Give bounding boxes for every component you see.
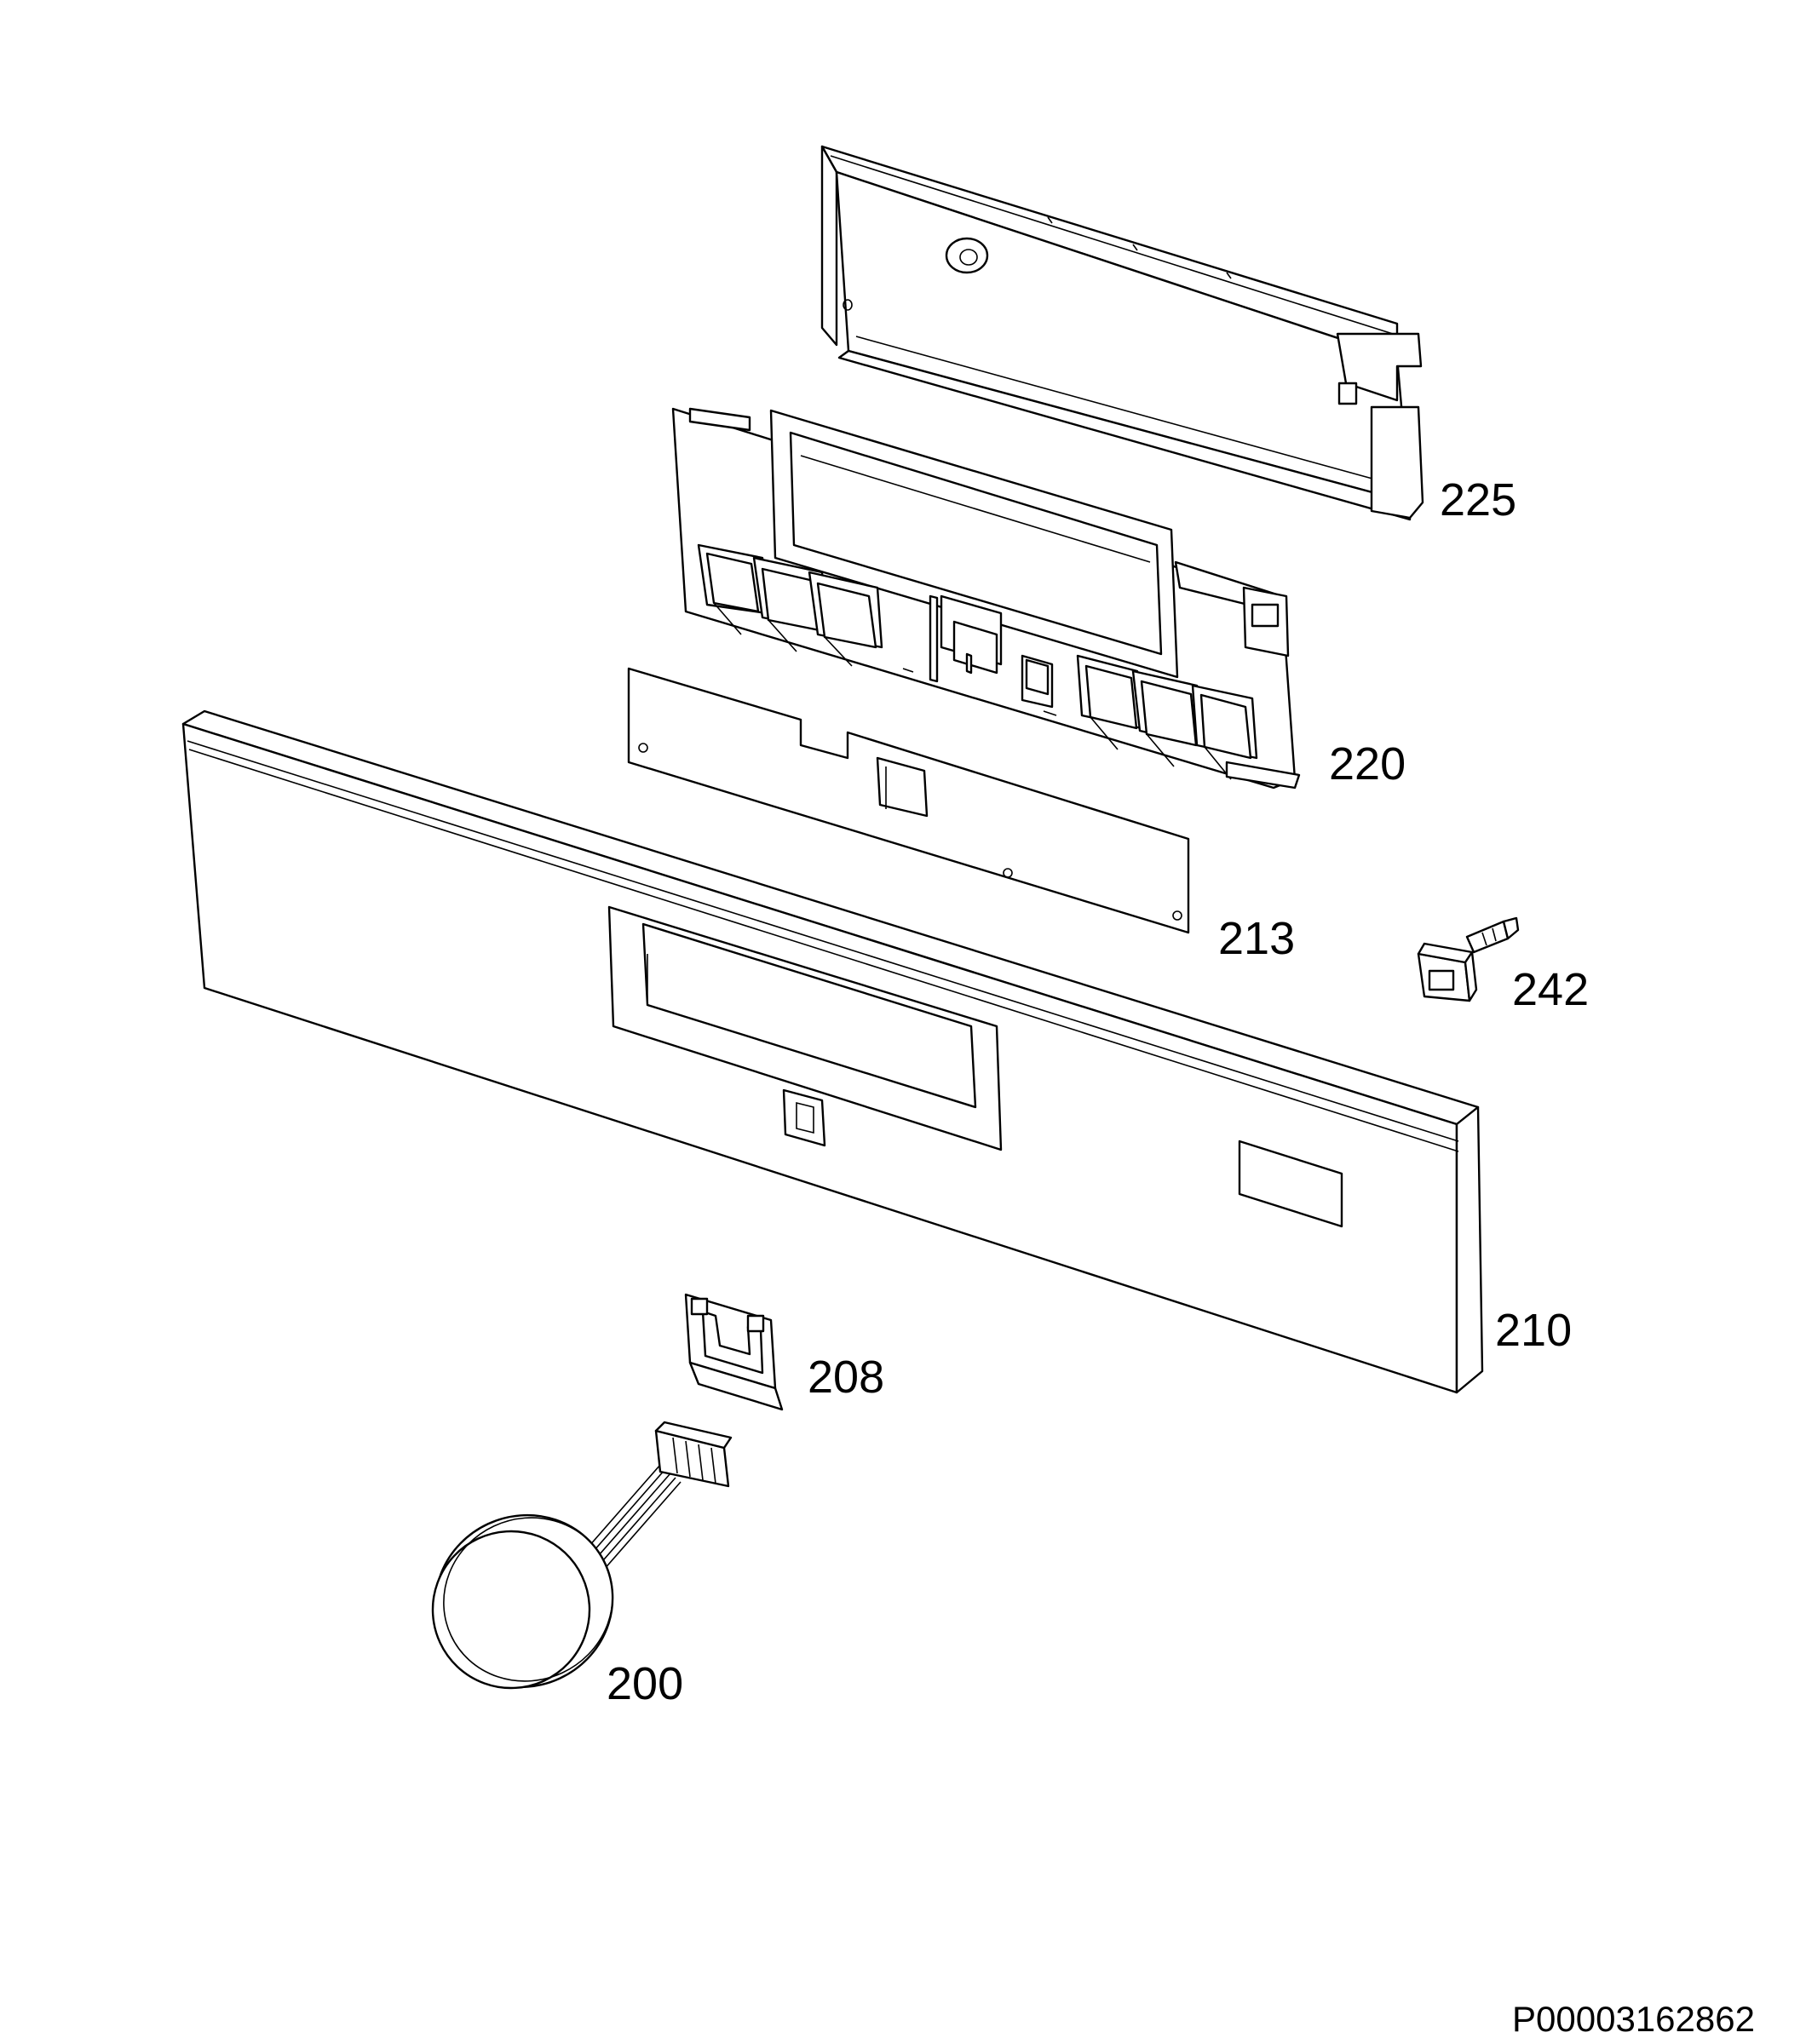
- label-200: 200: [607, 1658, 683, 1709]
- part-208-bracket[interactable]: [684, 1293, 784, 1411]
- right-window: [1238, 1140, 1343, 1228]
- part-210-control-panel[interactable]: [181, 709, 1484, 1394]
- display-window: [607, 905, 1003, 1151]
- drawing-code: P00003162862: [1512, 1999, 1755, 2039]
- part-220-left-button-slots: [697, 543, 883, 667]
- part-200-knob-with-cable[interactable]: [407, 1421, 733, 1716]
- label-208: 208: [808, 1352, 884, 1403]
- part-242-switch[interactable]: [1417, 916, 1520, 1002]
- label-213: 213: [1218, 913, 1295, 964]
- part-225-rear-cover[interactable]: [820, 145, 1424, 521]
- label-225: 225: [1440, 474, 1516, 525]
- part-213-circuit-board[interactable]: [627, 667, 1190, 934]
- sensor-slot: [782, 1088, 826, 1147]
- label-210: 210: [1495, 1305, 1572, 1356]
- label-242: 242: [1512, 964, 1589, 1015]
- part-220-right-button-slots: [1076, 654, 1258, 780]
- part-220-button-frame[interactable]: [671, 407, 1301, 789]
- label-220: 220: [1329, 738, 1406, 789]
